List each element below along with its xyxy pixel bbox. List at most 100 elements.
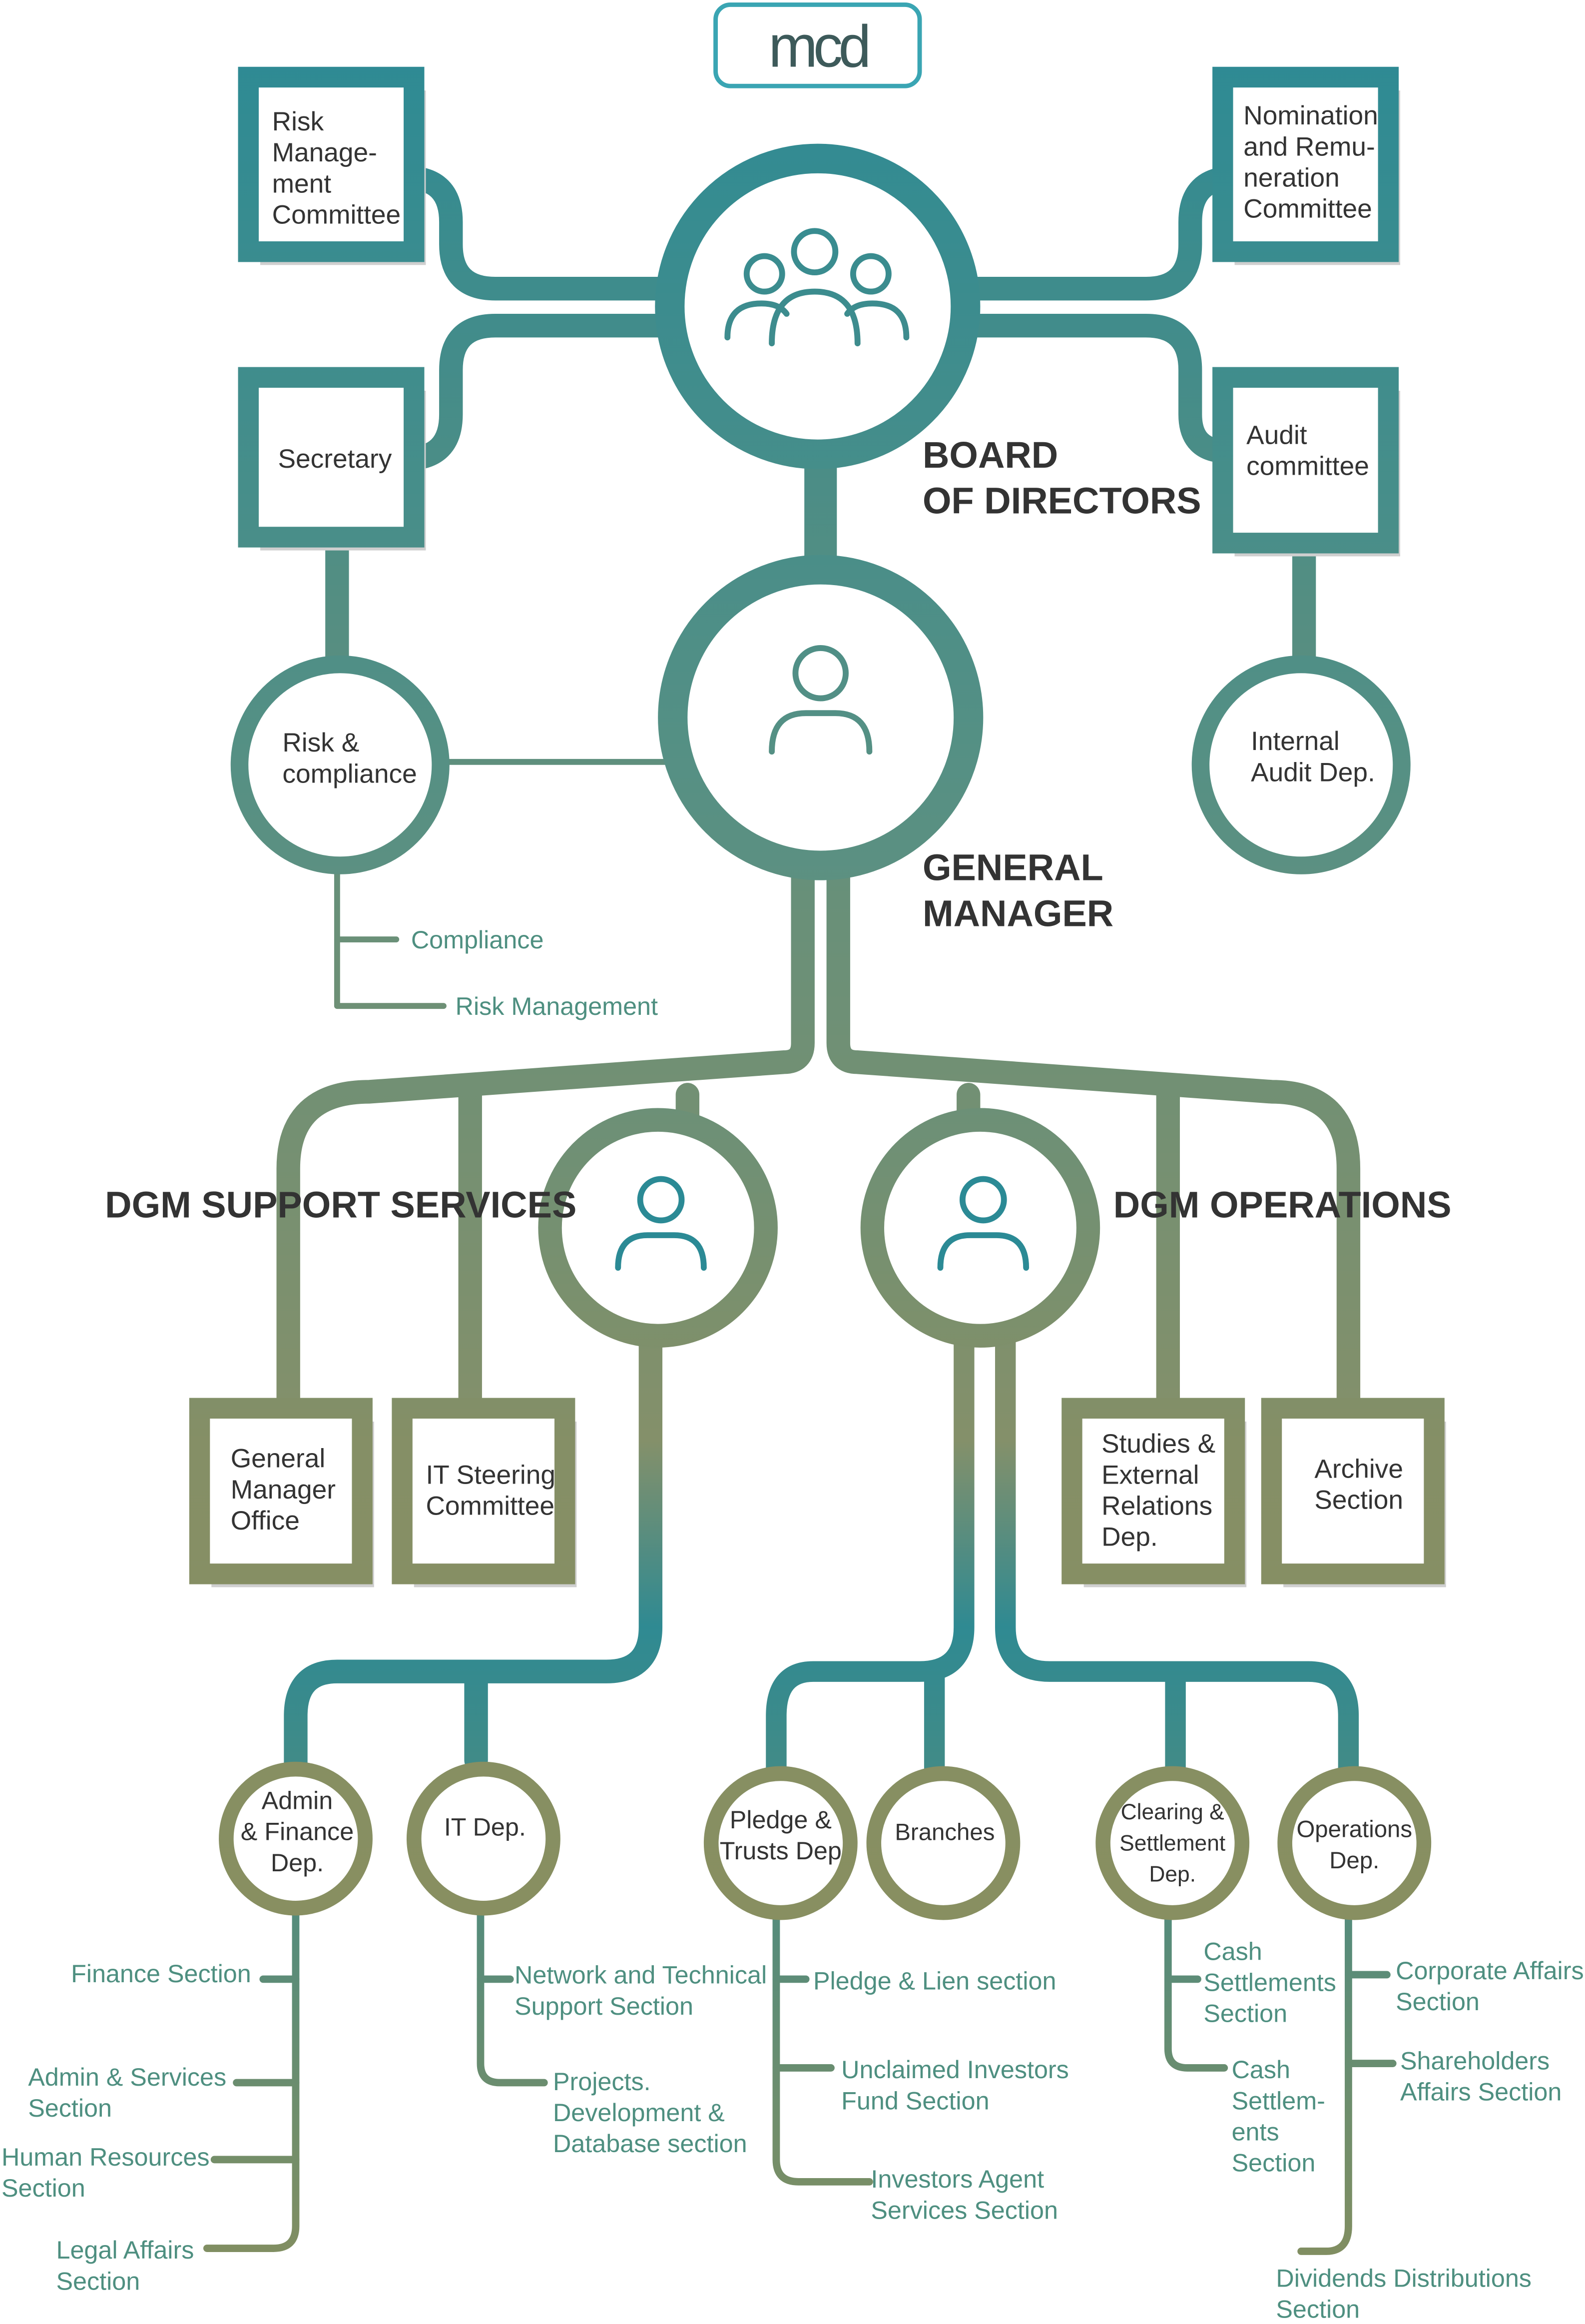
shareholders-affairs-section-line: Affairs Section	[1400, 2078, 1562, 2106]
unclaimed-investors-section-line: Fund Section	[841, 2086, 989, 2115]
pledge-lien-section: Pledge & Lien section	[813, 1967, 1057, 1995]
mcd-logo: mcd	[713, 2, 922, 88]
branches-label-line: Branches	[895, 1819, 995, 1846]
nomination-committee-label-line: and Remu-	[1243, 132, 1375, 161]
audit-committee-label-line: committee	[1246, 452, 1369, 481]
human-resources-section-line: Human Resources	[1, 2143, 210, 2171]
projects-database-section-line: Database section	[553, 2129, 747, 2158]
risk-management-committee-label-line: Committee	[272, 200, 401, 229]
person-icon	[615, 1176, 707, 1271]
section-labels: Compliance Risk Management Finance Secti…	[1, 925, 1584, 2324]
cash-settlements-section-line: Settlements	[1203, 1968, 1336, 1997]
investors-agent-section-line: Services Section	[871, 2196, 1058, 2224]
operations-dep-label-line: Dep.	[1329, 1847, 1379, 1874]
internal-audit-label-line: Audit Dep.	[1251, 758, 1375, 787]
general-manager-circle	[658, 555, 984, 880]
dgm-support-circle	[538, 1108, 778, 1348]
studies-label-line: Relations	[1101, 1491, 1212, 1521]
pledge-lien-section-line: Pledge & Lien section	[813, 1967, 1057, 1995]
person-icon	[937, 1176, 1030, 1271]
dgm-operations-circle	[860, 1108, 1100, 1348]
operations-dep-label-line: Operations	[1296, 1816, 1412, 1843]
projects-database-section-line: Projects.	[553, 2067, 651, 2096]
network-support-section-line: Network and Technical	[515, 1961, 767, 1989]
pledge-trusts-label-line: Trusts Dep	[720, 1836, 842, 1865]
branches-label: Branches	[895, 1819, 995, 1846]
dgm-support-title: DGM SUPPORT SERVICES	[105, 1184, 576, 1225]
archive-label-line: Section	[1314, 1486, 1403, 1515]
cash-settlem-ents-section-line: Cash	[1232, 2055, 1290, 2084]
network-support-section-line: Support Section	[515, 1992, 693, 2020]
internal-audit-label-line: Internal	[1251, 727, 1340, 756]
headings: BOARD OF DIRECTORS GENERAL MANAGER DGM S…	[105, 434, 1451, 1226]
secretary-box: Secretary	[238, 367, 426, 551]
logo-text: mcd	[768, 14, 868, 80]
nomination-committee-label-line: Committee	[1243, 194, 1372, 224]
admin-finance-label-line: & Finance	[241, 1817, 354, 1846]
investors-agent-section-line: Investors Agent	[871, 2165, 1044, 2193]
studies-label-line: External	[1101, 1460, 1199, 1490]
gm-office-label-line: General	[231, 1444, 326, 1474]
corporate-affairs-section-line: Section	[1396, 1987, 1480, 2016]
admin-services-section-line: Section	[28, 2094, 112, 2122]
it-dep-circle: IT Dep.	[406, 1761, 560, 1916]
risk-management-section: Risk Management	[456, 992, 658, 1020]
gm-title-line1: GENERAL	[923, 847, 1103, 888]
admin-finance-label-line: Dep.	[271, 1848, 324, 1877]
finance-section: Finance Section	[71, 1959, 251, 1988]
risk-management-committee-label-line: Manage-	[272, 138, 377, 167]
board-title-line1: BOARD	[923, 434, 1058, 476]
risk-management-committee-label-line: ment	[272, 169, 332, 198]
pledge-trusts-label-line: Pledge &	[730, 1805, 832, 1834]
nomination-committee-label-line: neration	[1243, 163, 1340, 192]
gm-title-line2: MANAGER	[923, 892, 1113, 934]
board-circle	[655, 143, 981, 469]
dividends-distributions-section-line: Dividends Distributions	[1276, 2264, 1532, 2292]
cash-settlements-section-line: Section	[1203, 1999, 1287, 2028]
risk-management-committee-label-line: Risk	[272, 107, 324, 136]
studies-label-line: Studies &	[1101, 1429, 1215, 1459]
nomination-committee-label-line: Nomination	[1243, 101, 1378, 130]
dgm-operations-title: DGM OPERATIONS	[1113, 1184, 1452, 1225]
admin-services-section-line: Admin & Services	[28, 2063, 226, 2091]
gm-office-label-line: Manager	[231, 1475, 336, 1505]
risk-compliance-label-line: Risk &	[282, 728, 359, 758]
it-dep-label-line: IT Dep.	[444, 1813, 526, 1841]
people-group-icon	[724, 228, 910, 347]
cash-settlem-ents-section-line: ents	[1232, 2117, 1279, 2146]
admin-finance-label-line: Admin	[262, 1786, 333, 1814]
legal-affairs-section-line: Legal Affairs	[56, 2236, 194, 2264]
it-steering-label-line: IT Steering	[426, 1460, 555, 1490]
clearing-settlement-label-line: Settlement	[1119, 1831, 1225, 1855]
projects-database-section-line: Development &	[553, 2098, 725, 2127]
clearing-settlement-label-line: Dep.	[1149, 1862, 1196, 1886]
secretary-label: Secretary	[278, 444, 392, 474]
